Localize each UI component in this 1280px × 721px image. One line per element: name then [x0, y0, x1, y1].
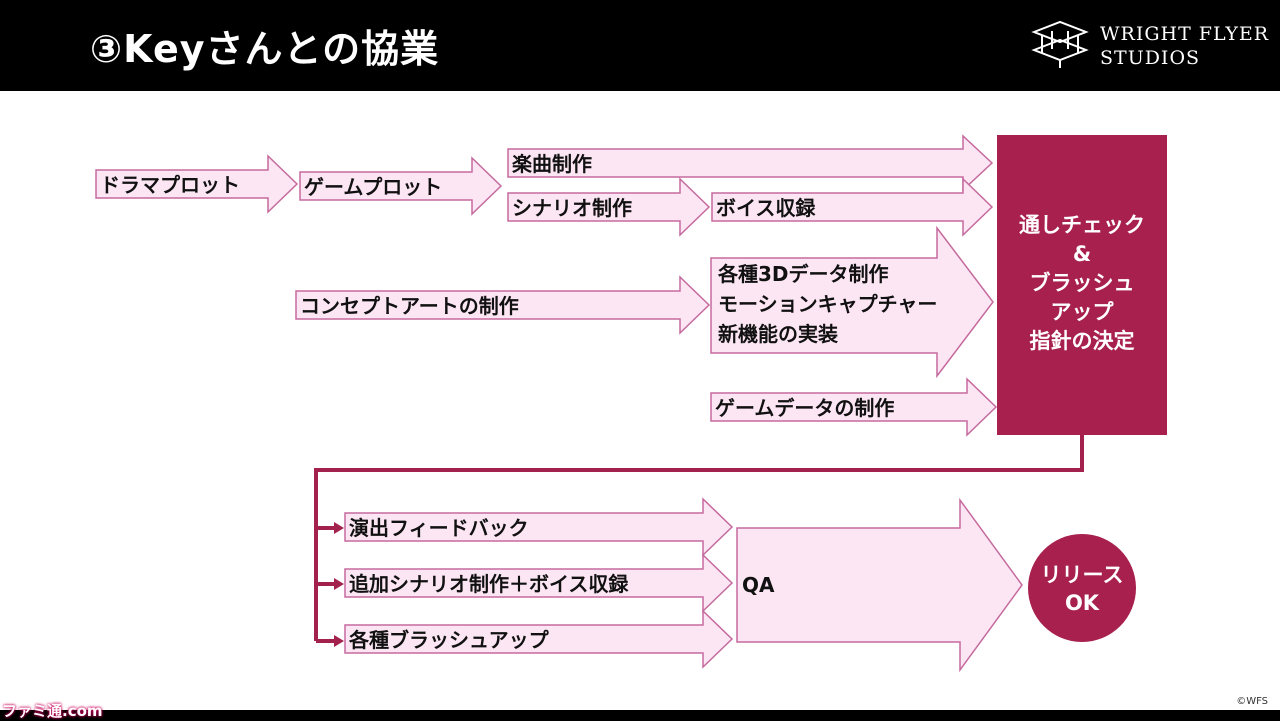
arrow-drama-plot: [95, 154, 299, 214]
release-line-1: リリース: [1040, 563, 1124, 587]
arrow-3d-data: [710, 225, 994, 379]
arrow-concept-art: [295, 275, 711, 335]
label-release: リリース OK: [1028, 561, 1136, 617]
label-scenario: シナリオ制作: [512, 196, 632, 220]
label-add-scenario: 追加シナリオ制作＋ボイス収録: [349, 572, 629, 596]
label-voice: ボイス収録: [716, 196, 816, 220]
arrow-music: [507, 134, 994, 192]
check-line-2: &: [1072, 242, 1092, 266]
label-check-box: 通しチェック & ブラッシュ アップ 指針の決定: [997, 211, 1167, 356]
label-brushup: 各種ブラッシュアップ: [349, 628, 549, 652]
label-concept-art: コンセプトアートの制作: [300, 294, 519, 318]
logo-line-2: STUDIOS: [1100, 47, 1201, 69]
logo-line-1: WRIGHT FLYER: [1100, 23, 1270, 45]
page-title: ③Keyさんとの協業: [90, 27, 440, 71]
release-circle: [1028, 534, 1136, 642]
arrow-feedback: [344, 497, 734, 557]
label-game-data: ゲームデータの制作: [715, 396, 895, 420]
label-music: 楽曲制作: [512, 152, 592, 176]
check-box: [997, 135, 1167, 435]
watermark: ファミ通.com: [2, 702, 103, 720]
arrow-game-data: [710, 377, 998, 437]
label-3d-data: 各種3Dデータ制作 モーションキャプチャー 新機能の実装: [718, 259, 937, 349]
arrow-add-scenario: [344, 553, 734, 613]
label-3d-data-line-1: 各種3Dデータ制作: [718, 262, 889, 286]
connector-lines: [314, 435, 1084, 643]
check-line-1: 通しチェック: [1019, 213, 1145, 237]
label-qa: QA: [742, 573, 775, 597]
label-drama-plot: ドラマプロット: [100, 173, 240, 197]
logo-text: WRIGHT FLYER STUDIOS: [1100, 22, 1269, 70]
arrow-brushup: [344, 609, 734, 669]
label-3d-data-line-3: 新機能の実装: [718, 322, 838, 346]
label-feedback: 演出フィードバック: [349, 516, 529, 540]
check-line-4: アップ: [1050, 300, 1114, 324]
arrow-qa: [736, 497, 1023, 673]
arrow-game-plot: [299, 156, 503, 216]
check-line-5: 指針の決定: [1029, 329, 1135, 353]
release-line-2: OK: [1064, 591, 1100, 615]
wright-flyer-logo-icon: [1031, 20, 1089, 68]
arrow-voice: [711, 177, 994, 237]
connector-arrowheads: [334, 522, 344, 647]
copyright: ©WFS: [1236, 696, 1268, 707]
label-game-plot: ゲームプロット: [304, 175, 443, 199]
check-line-3: ブラッシュ: [1029, 271, 1135, 295]
label-3d-data-line-2: モーションキャプチャー: [718, 292, 938, 316]
header-bar: ③Keyさんとの協業 WRIGHT FLYER STUDIOS: [0, 0, 1280, 90]
arrow-scenario: [507, 177, 711, 237]
